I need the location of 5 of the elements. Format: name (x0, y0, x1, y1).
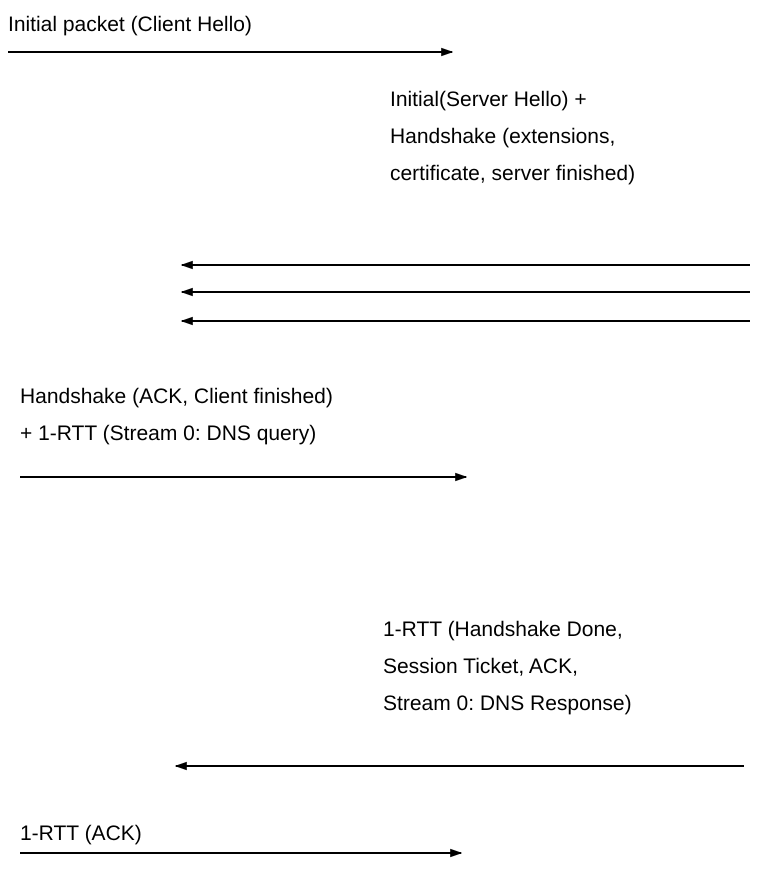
message-label: Initial packet (Client Hello) (8, 12, 253, 38)
message-label: Handshake (ACK, Client finished) + 1-RTT (Stream 0: DNS query) (20, 384, 334, 447)
message-label: 1-RTT (ACK) (20, 821, 143, 847)
message-label: 1-RTT (Handshake Done, Session Ticket, ACK, Stream 0: DNS Response) (383, 617, 633, 717)
message-label: Initial(Server Hello) + Handshake (extensions, certificate, server finished) (390, 87, 636, 187)
